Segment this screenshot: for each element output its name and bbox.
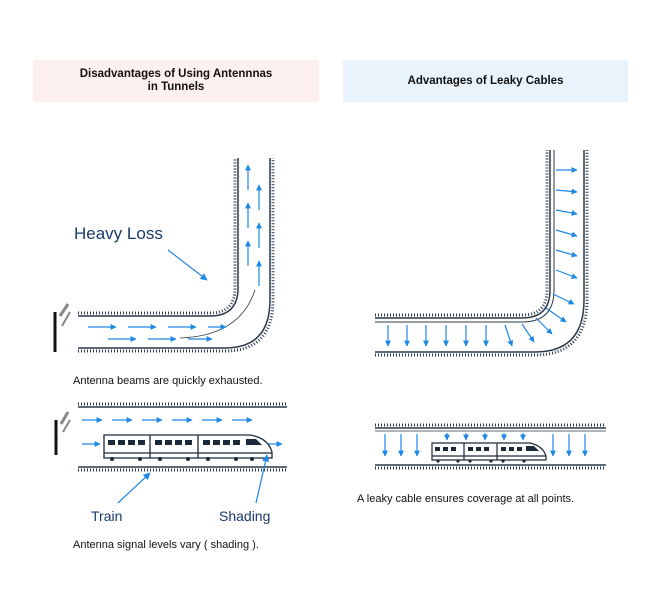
left-tunnel-curve	[78, 158, 275, 353]
train-label: Train	[91, 508, 122, 524]
left-straight-tunnel	[78, 402, 287, 472]
right-straight-tunnel	[375, 423, 606, 470]
right-tunnel-inner-wall	[375, 150, 551, 319]
right-tunnel-outer-hatch	[375, 150, 589, 357]
disadvantages-header: Disadvantages of Using Antennnas in Tunn…	[33, 60, 319, 102]
right-tunnel-outer-wall	[375, 150, 585, 353]
left-tunnel-horizontal-arrows	[88, 324, 227, 342]
right-straight-tunnel-arrows	[382, 433, 588, 457]
right-tunnel-cable-arrows	[385, 167, 578, 347]
antenna-icon-2	[54, 411, 71, 455]
left-tunnel-inner-wall	[78, 158, 239, 317]
train-right	[431, 442, 547, 463]
advantages-header-text: Advantages of Leaky Cables	[407, 74, 564, 87]
leaky-cable	[375, 150, 555, 323]
left-tunnel-vertical-arrows	[245, 164, 262, 286]
left-tunnel-outer-wall	[78, 158, 271, 349]
train-pointer-arrow	[117, 472, 151, 504]
train-left	[103, 434, 273, 461]
left-tunnel-inner-hatch	[78, 158, 237, 315]
right-tunnel-inner-hatch	[375, 150, 549, 317]
caption-leaky-cable: A leaky cable ensures coverage at all po…	[357, 493, 574, 505]
disadvantages-header-line1: Disadvantages of Using Antennnas	[79, 68, 273, 80]
caption-antenna-beams: Antenna beams are quickly exhausted.	[73, 375, 263, 387]
right-tunnel-curve	[375, 150, 589, 357]
antenna-icon	[53, 303, 71, 352]
shading-pointer-arrow	[255, 454, 270, 504]
left-tunnel-outer-hatch	[78, 158, 275, 353]
heavy-loss-label: Heavy Loss	[74, 224, 163, 243]
shading-label: Shading	[219, 508, 270, 524]
heavy-loss-pointer-arrow	[167, 249, 208, 281]
disadvantages-header-line2: in Tunnels	[147, 81, 205, 93]
caption-signal-levels: Antenna signal levels vary ( shading ).	[73, 539, 259, 551]
left-tunnel-mid-curve	[179, 289, 256, 339]
advantages-header: Advantages of Leaky Cables	[343, 60, 628, 102]
